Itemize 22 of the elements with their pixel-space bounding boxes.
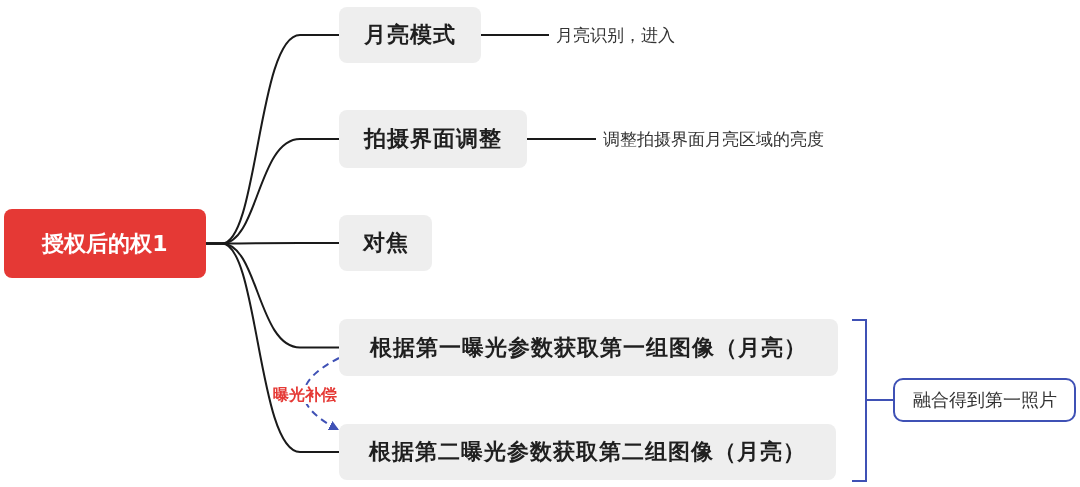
connector-line (526, 138, 597, 140)
topic-box (339, 7, 481, 63)
topic-text: 月亮模式 (364, 21, 456, 49)
topic-text: 根据第一曝光参数获取第一组图像（月亮） (370, 333, 807, 362)
topic-box (339, 424, 836, 480)
note-text: 月亮识别，进入 (549, 22, 709, 48)
topic-box (339, 110, 527, 168)
root-topic-text: 授权后的权1 (42, 229, 168, 258)
summary-box (893, 378, 1076, 422)
topic-box (339, 319, 838, 376)
topic-box (339, 215, 432, 271)
edge-label: 曝光补偿 (273, 384, 337, 404)
note-text: 调整拍摄界面月亮区域的亮度 (596, 126, 866, 152)
dashed-arrow (303, 357, 340, 431)
branch-line (205, 242, 340, 453)
topic-text: 拍摄界面调整 (364, 125, 502, 153)
topic-text: 根据第二曝光参数获取第二组图像（月亮） (369, 438, 806, 466)
summary-text: 融合得到第一照片 (912, 388, 1057, 412)
root-topic-box (4, 209, 206, 278)
topic-text: 对焦 (362, 229, 409, 257)
connector-line (480, 34, 550, 36)
bracket-line (851, 399, 894, 482)
